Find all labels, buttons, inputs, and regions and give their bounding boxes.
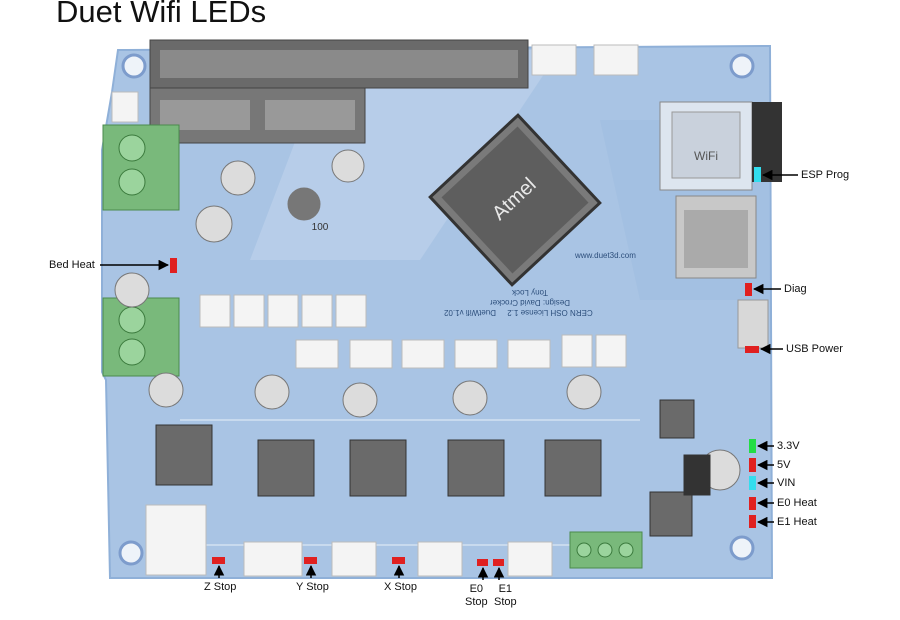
led-e1-stop — [493, 559, 504, 566]
mounting-hole — [729, 53, 755, 79]
wifi-module-label: WiFi — [694, 149, 718, 163]
label-vin: VIN — [777, 477, 796, 489]
mounting-hole — [118, 540, 144, 566]
regulators — [649, 399, 711, 537]
led-esp-prog — [754, 167, 761, 182]
wifi-module: WiFi — [659, 101, 782, 191]
label-e1-heat: E1 Heat — [777, 516, 817, 528]
mounting-holes — [118, 53, 755, 566]
heater-connectors — [295, 334, 627, 369]
sd-card-slot — [675, 195, 757, 279]
diagram-title: Duet Wifi LEDs — [56, 0, 267, 29]
fan-connectors — [199, 294, 367, 328]
led-bed-heat — [170, 258, 177, 273]
led-vin — [749, 476, 756, 490]
usb-connector — [737, 299, 769, 349]
led-y-stop — [304, 557, 317, 564]
label-e0-stop: E0 Stop — [465, 583, 488, 608]
led-e0-stop — [477, 559, 488, 566]
mounting-hole — [121, 53, 147, 79]
led-3v3 — [749, 439, 756, 453]
led-diag — [745, 283, 752, 296]
label-5v: 5V — [777, 459, 791, 471]
power-terminal-top — [102, 124, 180, 211]
led-annotations — [100, 167, 798, 580]
label-bed-heat: Bed Heat — [49, 259, 95, 271]
power-terminal-bottom — [102, 297, 180, 377]
label-esp-prog: ESP Prog — [801, 169, 850, 181]
led-x-stop — [392, 557, 405, 564]
board-silkscreen: DuetWifi v1.02 CERN OSH License 1.2 Desi… — [443, 251, 636, 317]
led-z-stop — [212, 557, 225, 564]
expansion-header — [149, 39, 529, 144]
label-y-stop: Y Stop — [296, 581, 329, 593]
label-usb-power: USB Power — [786, 343, 843, 355]
board-design: Design: David Crocker — [490, 298, 570, 307]
label-z-stop: Z Stop — [204, 581, 237, 593]
stepper-drivers — [155, 424, 602, 497]
label-diag: Diag — [784, 283, 807, 295]
led-5v — [749, 458, 756, 472]
top-connectors — [111, 44, 639, 123]
label-x-stop: X Stop — [384, 581, 418, 593]
led-e1-heat — [749, 515, 756, 528]
label-e0-heat: E0 Heat — [777, 497, 817, 509]
endstop-connectors — [145, 504, 553, 577]
board-license: CERN OSH License 1.2 — [507, 308, 593, 317]
label-e1-stop: E1 Stop — [494, 583, 517, 608]
cpu-chip: Atmel — [428, 113, 602, 287]
label-3v3: 3.3V — [777, 440, 800, 452]
board-layout: Tony Lock — [511, 288, 548, 297]
led-e0-heat — [749, 497, 756, 510]
mounting-hole — [729, 535, 755, 561]
board-version: DuetWifi v1.02 — [443, 308, 496, 317]
led-usb-power — [745, 346, 759, 353]
board-url-1: www.duet3d.com — [574, 251, 636, 260]
output-terminal — [569, 531, 643, 569]
capacitor-label: 100 — [312, 222, 329, 233]
